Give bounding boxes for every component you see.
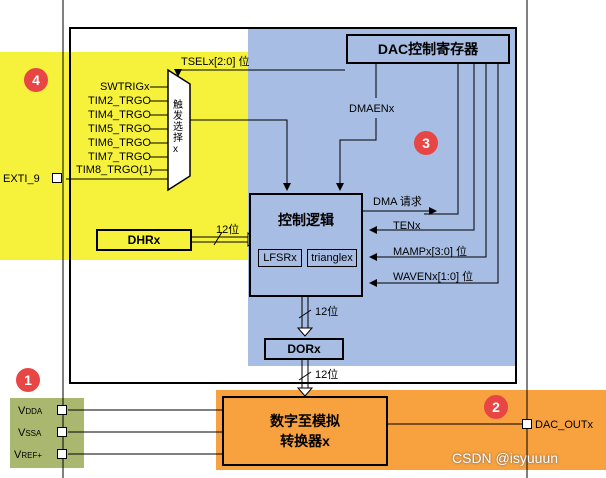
dmaen-label: DMAENx bbox=[349, 103, 395, 115]
marker-4: 4 bbox=[24, 68, 48, 92]
trigger-input-tim4: TIM4_TRGO bbox=[88, 109, 151, 121]
trigger-input-tim6: TIM6_TRGO bbox=[88, 137, 151, 149]
watermark-text: CSDN @isyuuun bbox=[452, 450, 559, 466]
trigger-input-tim7: TIM7_TRGO bbox=[88, 151, 151, 163]
exti-pin bbox=[52, 173, 62, 183]
trigger-select-label: 触发选择x bbox=[173, 100, 183, 155]
ten-label: TENx bbox=[393, 220, 421, 232]
marker-3: 3 bbox=[414, 131, 438, 155]
dhr-register: DHRx bbox=[96, 229, 192, 251]
dac-control-register: DAC控制寄存器 bbox=[346, 34, 510, 64]
trigger-input-swtrig: SWTRIGx bbox=[100, 81, 150, 93]
vssa-label: VSSA bbox=[18, 427, 42, 439]
dor-converter-bits-label: 12位 bbox=[315, 369, 339, 381]
waven-label: WAVENx[1:0] 位 bbox=[393, 271, 474, 283]
dac-converter-line2: 转换器x bbox=[280, 433, 330, 449]
lfsr-block: LFSRx bbox=[258, 249, 302, 267]
trigger-input-tim5: TIM5_TRGO bbox=[88, 123, 151, 135]
dma-request-label: DMA 请求 bbox=[373, 196, 422, 208]
control-logic-title: 控制逻辑 bbox=[278, 212, 334, 228]
dor-register: DORx bbox=[264, 338, 344, 360]
exti-label: EXTI_9 bbox=[3, 173, 40, 185]
dac-converter-block: 数字至模拟 转换器x bbox=[222, 396, 388, 466]
marker-1: 1 bbox=[16, 368, 40, 392]
mamp-label: MAMPx[3:0] 位 bbox=[393, 246, 467, 258]
control-logic-block: 控制逻辑 LFSRx trianglex bbox=[249, 193, 363, 297]
tsel-label: TSELx[2:0] 位 bbox=[181, 56, 250, 68]
vref-label: VREF+ bbox=[14, 449, 43, 461]
control-dor-bits-label: 12位 bbox=[315, 306, 339, 318]
trigger-input-tim2: TIM2_TRGO bbox=[88, 95, 151, 107]
triangle-block: trianglex bbox=[307, 249, 357, 267]
vssa-pin bbox=[57, 427, 67, 437]
vdda-label: VDDA bbox=[18, 405, 43, 417]
vdda-pin bbox=[57, 405, 67, 415]
marker-2: 2 bbox=[484, 395, 508, 419]
vref-pin bbox=[57, 449, 67, 459]
dhr-bits-label: 12位 bbox=[216, 224, 240, 236]
trigger-input-tim8: TIM8_TRGO(1) bbox=[76, 164, 153, 176]
dac-out-pin bbox=[522, 419, 532, 429]
dac-out-label: DAC_OUTx bbox=[535, 419, 594, 431]
dac-converter-line1: 数字至模拟 bbox=[270, 413, 340, 429]
